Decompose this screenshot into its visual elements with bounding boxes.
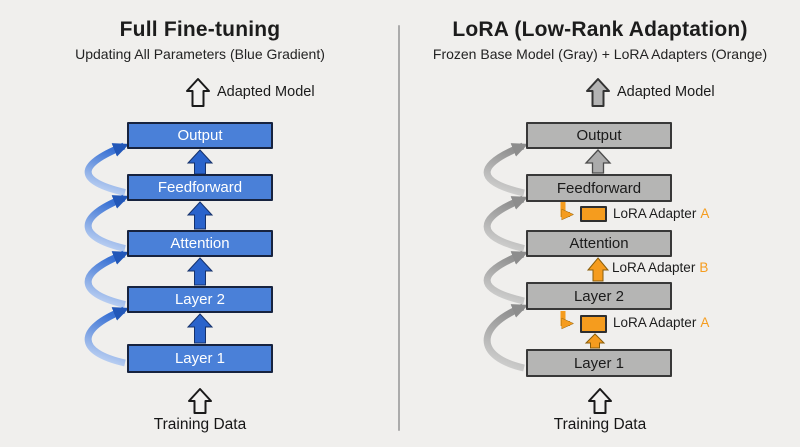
lora-adapter-label-text: LoRA Adapter xyxy=(613,315,697,330)
right-panel-subtitle: Frozen Base Model (Gray) + LoRA Adapters… xyxy=(432,46,768,62)
training-data-arrow-icon xyxy=(588,388,612,414)
lora-adapter-label-text: LoRA Adapter xyxy=(612,260,696,275)
lora-adapter-variant: A xyxy=(700,206,710,221)
layer-box-layer2: Layer 2 xyxy=(127,286,273,313)
lora-adapter-module xyxy=(580,206,607,222)
forward-arrow-icon xyxy=(186,257,214,286)
layer-box-output: Output xyxy=(526,122,672,149)
residual-arrow-icon xyxy=(483,195,529,252)
lora-adapter-variant: B xyxy=(699,260,709,275)
lora-adapter-label-text: LoRA Adapter xyxy=(613,206,697,221)
lora-elbow-arrows xyxy=(560,202,570,324)
lora-vertical-arrows xyxy=(584,257,610,349)
layer-box-attention: Attention xyxy=(127,230,273,257)
lora-elbow-arrow-icon xyxy=(560,311,570,324)
forward-arrow-icon xyxy=(584,149,612,174)
layer-box-attention: Attention xyxy=(526,230,672,257)
layer-box-output: Output xyxy=(127,122,273,149)
blue-residual-arrows xyxy=(84,142,130,367)
right-panel-title: LoRA (Low-Rank Adaptation) xyxy=(452,18,748,41)
layer-box-layer2: Layer 2 xyxy=(526,282,672,310)
residual-arrow-icon xyxy=(483,142,529,197)
layer-box-layer1: Layer 1 xyxy=(127,344,273,373)
residual-arrow-icon xyxy=(483,303,529,372)
training-data-arrow-icon xyxy=(188,388,212,414)
panel-divider xyxy=(398,25,400,431)
lora-adapter-arrow-icon xyxy=(586,257,610,282)
training-data-label: Training Data xyxy=(153,416,247,433)
left-panel-subtitle: Updating All Parameters (Blue Gradient) xyxy=(75,46,325,62)
blue-forward-arrows xyxy=(186,149,214,344)
adapted-model-label: Adapted Model xyxy=(217,84,315,100)
training-data-label: Training Data xyxy=(553,416,647,433)
residual-arrow-icon xyxy=(483,250,529,305)
adapted-model-arrow-icon xyxy=(586,78,610,107)
lora-adapter-module xyxy=(580,315,607,333)
adapted-model-arrow-icon xyxy=(186,78,210,107)
residual-arrow-icon xyxy=(84,250,130,308)
left-panel-title: Full Fine-tuning xyxy=(119,18,281,41)
layer-box-feedforward: Feedforward xyxy=(526,174,672,202)
residual-arrow-icon xyxy=(84,194,130,252)
forward-arrow-icon xyxy=(186,201,214,230)
forward-arrow-icon xyxy=(186,149,214,175)
layer-box-layer1: Layer 1 xyxy=(526,349,672,377)
layer-box-feedforward: Feedforward xyxy=(127,174,273,201)
lora-adapter-arrow-icon xyxy=(584,333,606,349)
lora-adapter-variant: A xyxy=(700,315,710,330)
residual-arrow-icon xyxy=(84,306,130,367)
gray-residual-arrows xyxy=(483,142,529,372)
residual-arrow-icon xyxy=(84,142,130,196)
lora-elbow-arrow-icon xyxy=(560,202,570,215)
adapted-model-label: Adapted Model xyxy=(617,84,715,100)
forward-arrow-icon xyxy=(186,313,214,344)
